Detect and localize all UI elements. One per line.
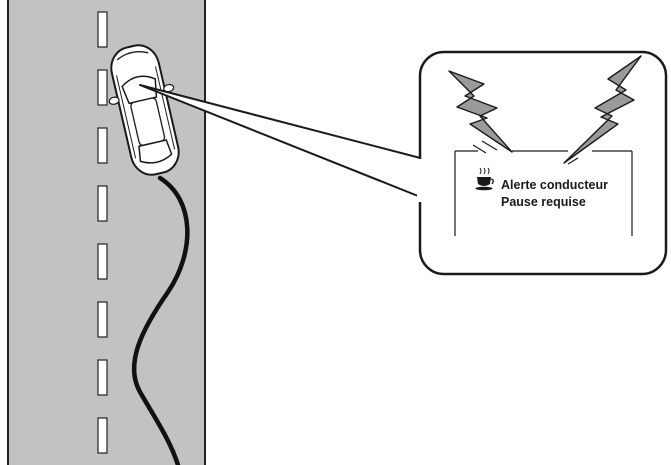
lightning-bolt-icon bbox=[448, 70, 513, 153]
display-screen bbox=[454, 150, 633, 236]
car-mirror-right bbox=[163, 83, 175, 93]
lane-markings bbox=[97, 11, 108, 454]
swerving-trajectory bbox=[131, 175, 190, 465]
lane-dash bbox=[97, 185, 108, 222]
lane-dash bbox=[97, 69, 108, 106]
alert-subtitle: Pause requise bbox=[501, 195, 586, 209]
lane-dash bbox=[97, 301, 108, 338]
car-windshield bbox=[121, 75, 158, 105]
alert-title: Alerte conducteur bbox=[501, 178, 608, 192]
lane-dash bbox=[97, 359, 108, 396]
car-top-view bbox=[108, 44, 180, 176]
lightning-bolt-icon bbox=[563, 55, 642, 164]
callout-bubble bbox=[418, 50, 668, 276]
coffee-cup-icon bbox=[475, 167, 494, 191]
car-side-line-right bbox=[155, 66, 176, 150]
lane-dash bbox=[97, 127, 108, 164]
car-mirror-left bbox=[108, 96, 120, 105]
bolt-spark-lines bbox=[472, 140, 579, 165]
car-side-line-left bbox=[116, 75, 137, 159]
car-rear-window bbox=[138, 139, 173, 164]
road bbox=[7, 0, 206, 465]
car-front-grille bbox=[116, 51, 149, 61]
lane-dash bbox=[97, 417, 108, 454]
alarm-bolts bbox=[448, 55, 642, 165]
lane-dash bbox=[97, 11, 108, 48]
lane-dash bbox=[97, 243, 108, 280]
